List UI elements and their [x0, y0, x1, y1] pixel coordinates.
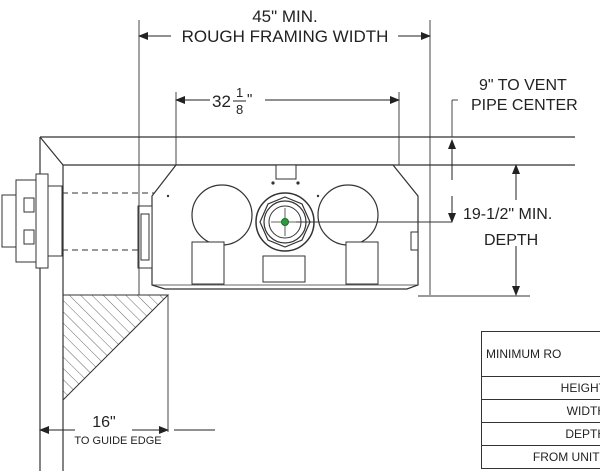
table-row: FROM UNIT I: [481, 445, 600, 469]
row-width: WIDTH: [481, 399, 600, 423]
unit-width-inch-mark: ": [247, 91, 252, 108]
extension-lines: [138, 20, 530, 432]
vent-center-mark: [281, 218, 289, 226]
burner-left: [191, 184, 253, 246]
depth-line1: 19-1/2" MIN.: [463, 206, 552, 223]
hatched-corner: [62, 294, 170, 402]
table-row: HEIGHT: [481, 376, 600, 400]
vent-distance-line1: 9" TO VENT: [479, 77, 567, 94]
guide-distance-line2: TO GUIDE EDGE: [74, 435, 161, 447]
depth-line2: DEPTH: [484, 232, 538, 249]
small-dots: [166, 181, 320, 198]
table-row: DEPTH: [481, 422, 600, 446]
row-height: HEIGHT: [481, 376, 600, 400]
framing-width-line2: ROUGH FRAMING WIDTH: [182, 27, 389, 46]
row-from-unit: FROM UNIT I: [481, 445, 600, 469]
burner-right: [317, 184, 379, 246]
guide-distance-line1: 16": [92, 414, 115, 431]
unit-width-whole: 32: [212, 92, 231, 111]
dimension-lines: [39, 32, 520, 434]
table-header-row: MINIMUM RO: [481, 331, 600, 377]
lower-panels: [191, 241, 379, 285]
right-bracket: [410, 231, 419, 251]
spec-table: MINIMUM RO HEIGHT WIDTH DEPTH FROM UNIT …: [481, 331, 600, 469]
vent-cap: [1, 173, 63, 269]
unit-width-denominator: 8: [236, 102, 243, 117]
minimum-rough-opening-table: MINIMUM RO HEIGHT WIDTH DEPTH FROM UNIT …: [481, 331, 600, 469]
row-depth: DEPTH: [481, 422, 600, 446]
framing-width-line1: 45" MIN.: [252, 7, 318, 26]
top-panel: [275, 164, 297, 180]
vent-distance-line2: PIPE CENTER: [471, 97, 578, 114]
table-row: WIDTH: [481, 399, 600, 423]
table-header: MINIMUM RO: [481, 331, 600, 377]
left-bracket: [137, 205, 153, 269]
unit-width-numerator: 1: [236, 85, 243, 100]
